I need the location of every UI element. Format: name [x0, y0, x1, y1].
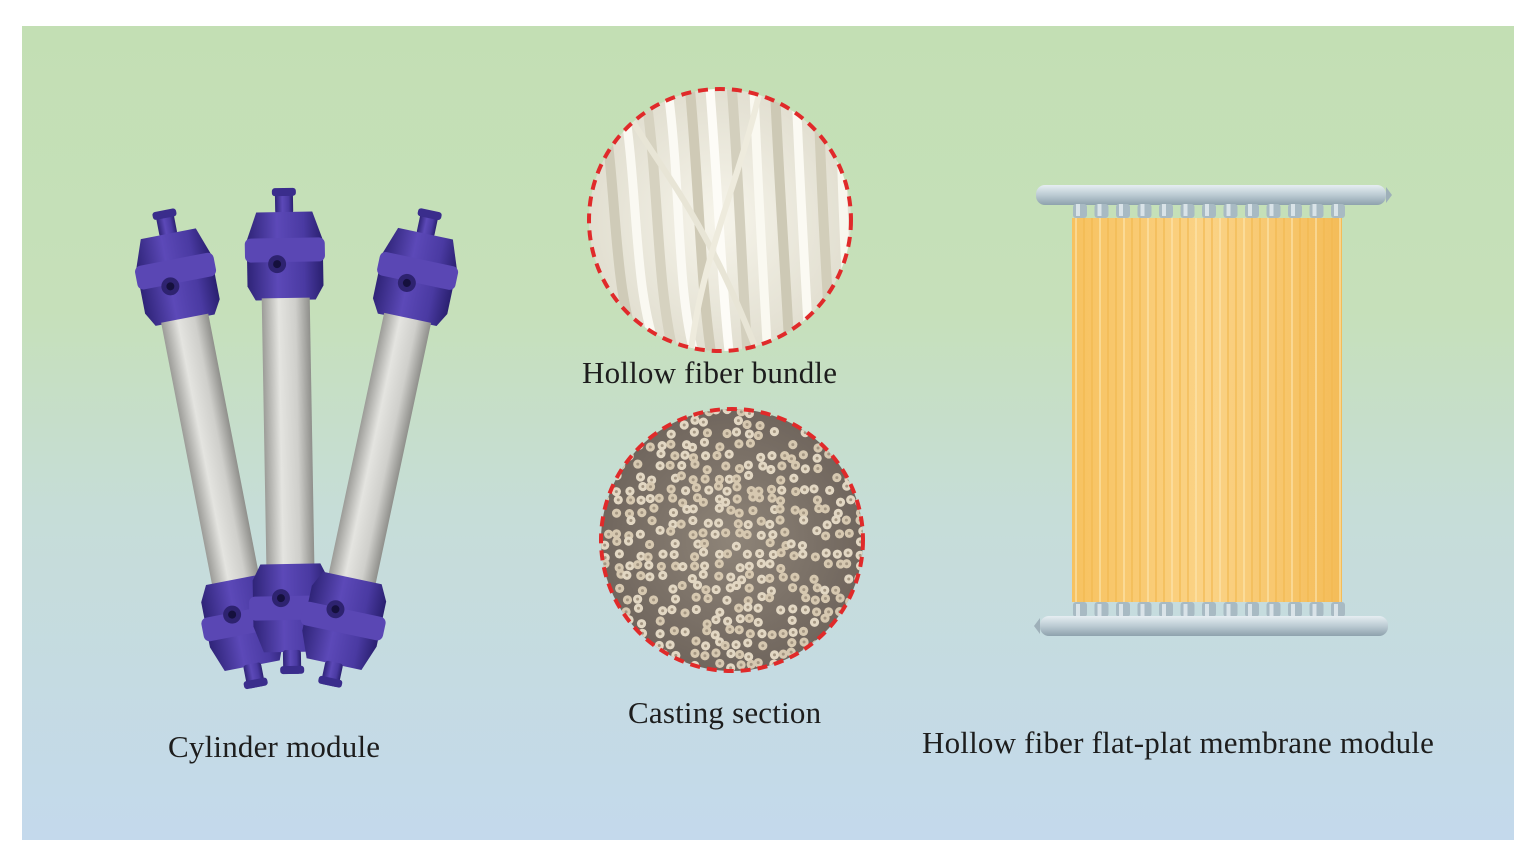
flat-plate-membrane-module: [1034, 185, 1392, 636]
hollow-fiber-bundle-photo: [587, 87, 853, 353]
cylinder-module-caption: Cylinder module: [168, 729, 381, 764]
casting-section-caption: Casting section: [628, 695, 822, 730]
flat-plate-module-caption: Hollow fiber flat-plat membrane module: [922, 725, 1435, 760]
casting-section-photo: [599, 407, 865, 673]
hollow-fiber-bundle-caption: Hollow fiber bundle: [582, 355, 838, 390]
